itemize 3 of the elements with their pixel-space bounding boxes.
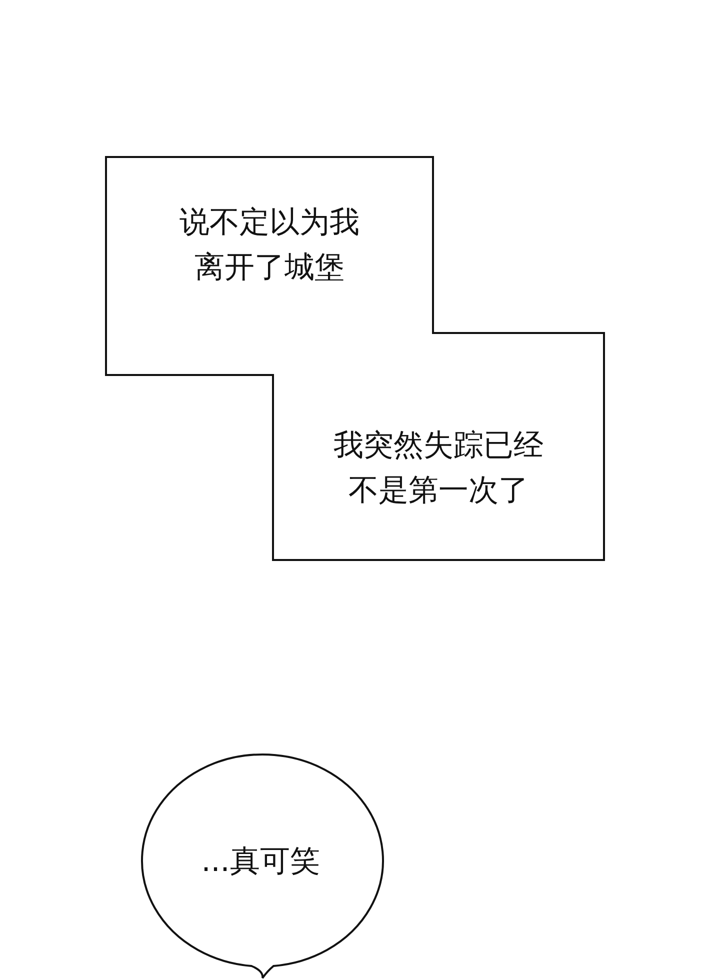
dialogue-text: 说不定以为我离开了城堡 [178, 204, 360, 287]
dialogue-text: 我突然失踪已经不是第一次了 [332, 426, 544, 510]
dialogue-text: ...真可笑 [200, 842, 321, 880]
